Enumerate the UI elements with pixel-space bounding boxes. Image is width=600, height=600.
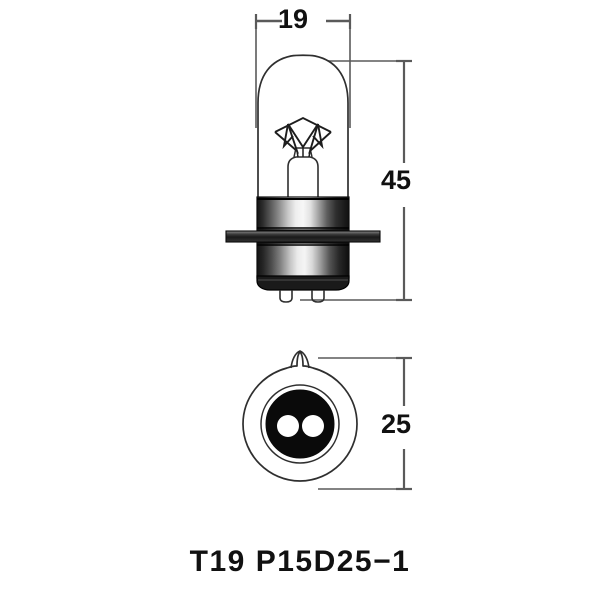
dimension-height-45 (300, 59, 412, 302)
part-number-caption: T19 P15D25−1 (189, 545, 411, 578)
contact-hole-left (277, 415, 299, 437)
contact-pin-left (279, 290, 293, 303)
dimension-base-diameter-25 (318, 356, 412, 491)
dimension-label-width: 19 (278, 4, 309, 34)
base-skirt (256, 275, 350, 291)
locating-tab (290, 350, 310, 369)
contact-hole-right (302, 415, 324, 437)
metal-base-upper (256, 196, 350, 231)
dimension-label-base-diameter: 25 (381, 409, 412, 439)
metal-base-lower (256, 242, 350, 279)
contact-pin-right (311, 290, 325, 303)
dimension-width-19 (254, 14, 352, 128)
front-elevation-view (225, 54, 381, 303)
dimension-label-height: 45 (381, 165, 412, 195)
contact-pins (279, 290, 325, 303)
glass-envelope (257, 54, 349, 199)
contact-disc (265, 389, 335, 459)
bottom-view (242, 350, 358, 482)
flange-ring (225, 230, 381, 243)
dual-filament (274, 116, 332, 158)
